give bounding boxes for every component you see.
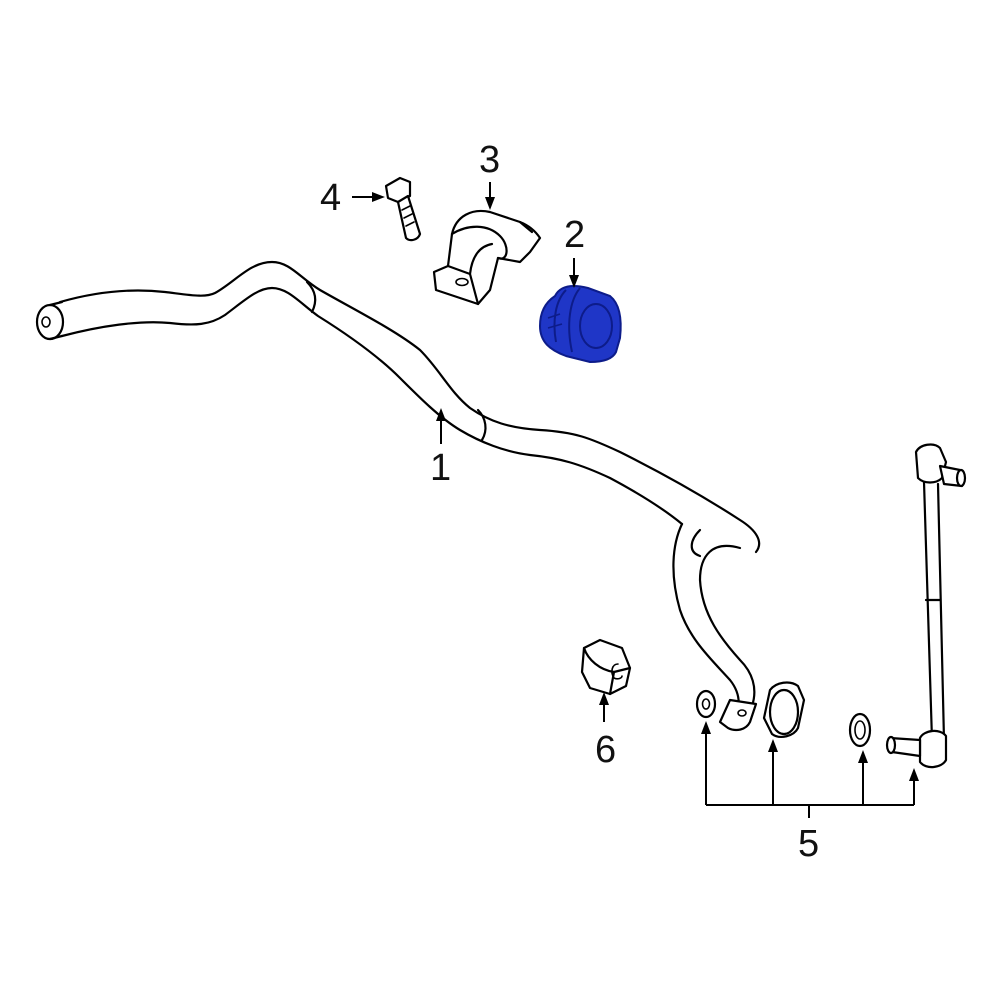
callout-2-leader [569, 258, 579, 288]
link-washer-small[interactable] [695, 689, 717, 719]
bracket-bolt[interactable] [384, 176, 422, 242]
callout-1: 1 [430, 447, 451, 489]
callout-2: 2 [564, 214, 585, 256]
link-bushing-cup[interactable] [762, 681, 806, 738]
link-nut[interactable] [580, 638, 632, 696]
link-washer-oval[interactable] [848, 712, 872, 748]
callout-3: 3 [479, 139, 500, 181]
callout-4-leader [352, 192, 385, 202]
stabilizer-bracket[interactable] [432, 209, 542, 306]
callout-5-leader [701, 721, 919, 818]
stabilizer-bar[interactable] [35, 260, 761, 732]
callout-3-leader [485, 182, 495, 210]
stabilizer-end-link[interactable] [885, 443, 967, 769]
callout-6-leader [599, 692, 609, 722]
callout-1-leader [436, 408, 446, 444]
callout-5: 5 [798, 823, 819, 865]
callout-4: 4 [320, 177, 341, 219]
stabilizer-bushing[interactable] [538, 285, 622, 364]
callout-6: 6 [595, 729, 616, 771]
